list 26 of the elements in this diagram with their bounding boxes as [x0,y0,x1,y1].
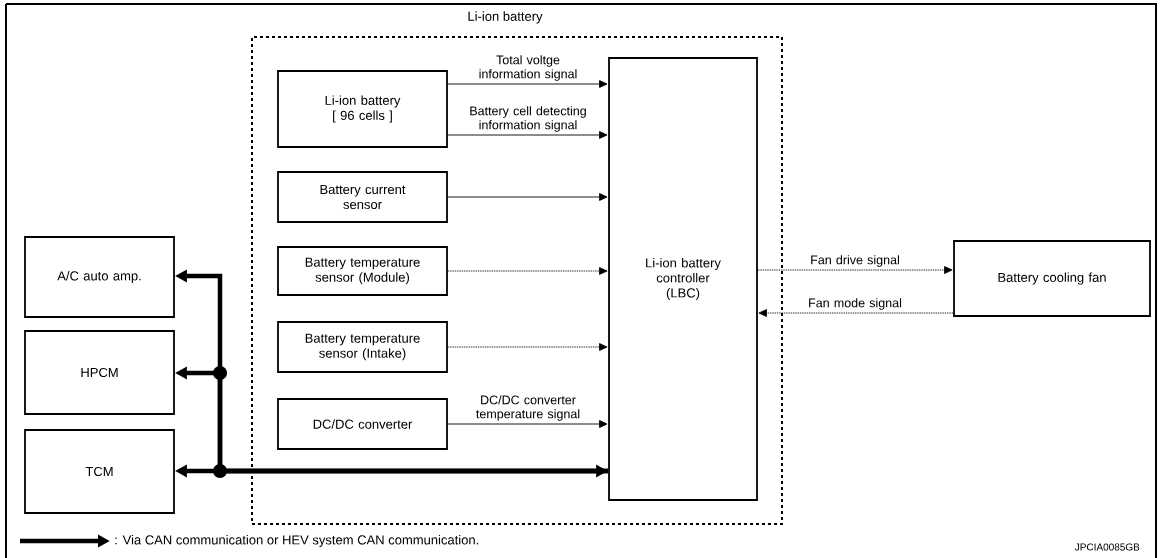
block-box: A/C auto amp. [24,236,175,318]
edge-label: Total voltge information signal [479,55,577,81]
signal-arrow [447,80,608,88]
signal-arrow [447,267,608,275]
block-box: Battery cooling fan [953,240,1151,317]
block-box: TCM [24,429,175,514]
edge-label: Battery cell detecting information signal [470,106,586,132]
group-heading: Li-ion battery [468,11,543,24]
legend-text: : Via CAN communication or HEV system CAN communication. [115,534,479,548]
block-box: Battery temperature sensor (Intake) [277,321,448,373]
block-box: HPCM [24,330,175,415]
block-box: Battery current sensor [277,171,448,223]
edge-label: Fan drive signal [811,255,899,267]
signal-arrow [447,193,608,201]
signal-arrow [447,131,608,139]
block-box: DC/DC converter [277,398,448,450]
signal-arrow [447,343,608,351]
figure-code: JPCIA0085GB [1074,543,1140,551]
block-box: Li-ion battery [ 96 cells ] [277,70,448,148]
signal-arrow [447,420,608,428]
signal-arrow [758,309,954,317]
block-box: Battery temperature sensor (Module) [277,246,448,296]
edge-label: Fan mode signal [809,298,902,310]
signal-arrow [757,266,953,274]
block-box: Li-ion battery controller (LBC) [608,57,758,501]
edge-label: DC/DC converter temperature signal [476,395,580,421]
